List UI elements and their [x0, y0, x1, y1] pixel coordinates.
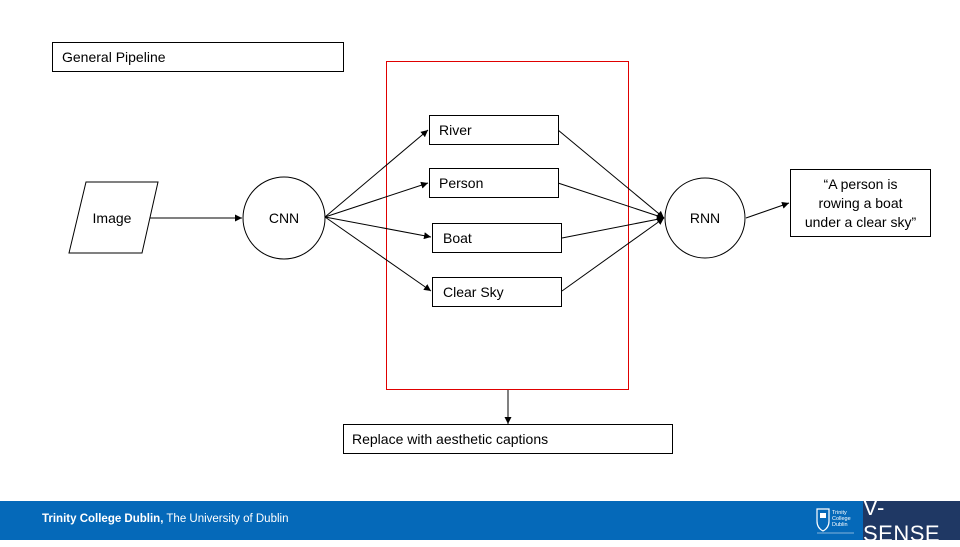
edge-rnn-caption — [745, 202, 790, 219]
title-box: General Pipeline — [52, 42, 344, 72]
caption-line-3: under a clear sky” — [804, 213, 917, 230]
rnn-node-label: RNN — [689, 210, 721, 226]
image-node-label: Image — [92, 210, 132, 226]
caption-line-2: rowing a boat — [818, 194, 903, 211]
svg-text:Dublin: Dublin — [832, 522, 848, 528]
feature-label-clearsky: Clear Sky — [443, 284, 504, 300]
edge-clearsky-rnn — [561, 217, 665, 292]
tcd-crest-logo: Trinity College Dublin — [814, 506, 858, 535]
edge-cnn-river — [324, 129, 429, 218]
svg-text:College: College — [832, 516, 851, 522]
page-title: General Pipeline — [62, 49, 166, 65]
cnn-node-shape — [242, 176, 326, 260]
replace-box: Replace with aesthetic captions — [343, 424, 673, 454]
feature-box-person: Person — [429, 168, 559, 198]
pipeline-diagram — [68, 61, 790, 424]
footer-university-name: The University of Dublin — [163, 513, 289, 525]
feature-label-person: Person — [439, 175, 484, 191]
footer-bar: Trinity College Dublin, The University o… — [0, 495, 960, 546]
feature-label-river: River — [439, 122, 472, 138]
edge-cnn-person — [324, 181, 429, 218]
edge-cnn-boat — [324, 216, 432, 240]
edge-cnn-clearsky — [324, 216, 432, 292]
feature-box-river: River — [429, 115, 559, 145]
feature-highlight-box — [386, 61, 629, 390]
caption-box: “A person is rowing a boat under a clear… — [790, 169, 931, 237]
rnn-node-shape — [664, 177, 746, 259]
footer-college-name: Trinity College Dublin, — [42, 513, 164, 525]
feature-label-boat: Boat — [443, 230, 472, 246]
feature-box-boat: Boat — [432, 223, 562, 253]
replace-label: Replace with aesthetic captions — [352, 431, 549, 447]
caption-line-1: “A person is — [823, 175, 898, 192]
edge-boat-rnn — [561, 215, 665, 239]
edge-person-rnn — [557, 182, 665, 220]
vsense-logo: V-SENSE — [863, 495, 960, 546]
footer-institution: Trinity College Dublin, The University o… — [42, 513, 288, 525]
edge-river-rnn — [557, 129, 665, 219]
svg-text:Trinity: Trinity — [832, 510, 847, 516]
cnn-node-label: CNN — [268, 210, 300, 226]
image-node-shape — [68, 181, 159, 254]
feature-box-clearsky: Clear Sky — [432, 277, 562, 307]
